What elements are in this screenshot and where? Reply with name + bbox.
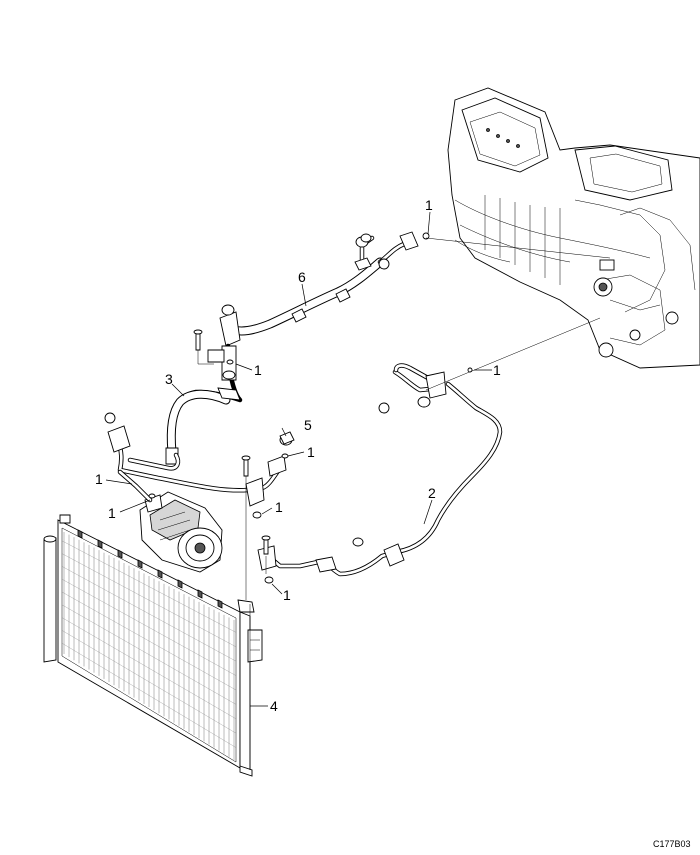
hose-3 [165, 343, 243, 465]
ac-compressor [139, 491, 223, 573]
callout-1: 1 [108, 505, 116, 521]
figure-id: C177B03 [653, 839, 691, 849]
hose-6-suction [219, 231, 419, 347]
callout-1: 1 [254, 362, 262, 378]
callout-5: 5 [304, 417, 312, 433]
callout-4: 4 [270, 698, 278, 714]
discharge-lines [104, 412, 293, 507]
callout-1: 1 [275, 499, 283, 515]
callout-1: 1 [307, 444, 315, 460]
line-2-liquid [257, 363, 503, 577]
callout-6: 6 [298, 269, 306, 285]
callout-labels: 1 6 1 3 1 5 1 1 1 2 1 1 4 [95, 197, 501, 714]
fasteners [148, 232, 473, 584]
callout-3: 3 [165, 371, 173, 387]
callout-1: 1 [95, 471, 103, 487]
condenser [43, 514, 263, 777]
callout-2: 2 [428, 485, 436, 501]
callout-1: 1 [425, 197, 433, 213]
hvac-module [447, 87, 700, 369]
callout-1: 1 [493, 362, 501, 378]
callout-1: 1 [283, 587, 291, 603]
callout-leaders [105, 211, 492, 707]
alignment-lines [197, 237, 611, 770]
